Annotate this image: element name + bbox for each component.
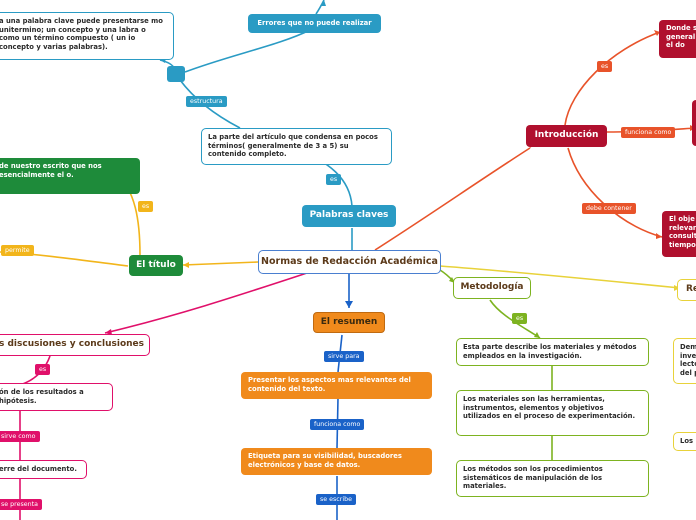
palabras-estructura-text[interactable]: a una palabra clave puede presentarse mo… xyxy=(0,12,174,60)
resumen-funciona-text[interactable]: Etiqueta para su visibilidad, buscadores… xyxy=(241,448,432,475)
label-titulo-permite: permite xyxy=(1,245,34,256)
link-central-right xyxy=(439,265,681,289)
link-central-titulo xyxy=(182,261,259,266)
intro-es-text[interactable]: Donde s general en el do xyxy=(659,20,696,58)
label-estructura: estructura xyxy=(186,96,227,107)
palabras-claves-node[interactable]: Palabras claves xyxy=(302,205,396,227)
discusiones-sirve-text[interactable]: erre del documento. xyxy=(0,460,87,479)
link-met-es xyxy=(489,299,541,339)
resumen-node[interactable]: El resumen xyxy=(313,312,385,333)
label-disc-sirve: sirve como xyxy=(0,431,40,442)
intro-debe-text[interactable]: El obje relevan consult tiempo xyxy=(662,211,696,257)
discusiones-es-text[interactable]: ón de los resultados a hipótesis. xyxy=(0,383,113,411)
link-intro-debe xyxy=(567,147,663,238)
label-resumen-sirve: sirve para xyxy=(324,351,364,362)
resumen-sirve-text[interactable]: Presentar los aspectos mas relevantes de… xyxy=(241,372,432,399)
label-resumen-funciona: funciona como xyxy=(310,419,365,430)
right-branch-text-1[interactable]: Dem inve lecto del p xyxy=(673,338,696,384)
link-central-discusiones xyxy=(104,271,311,334)
metodologia-text-3[interactable]: Los métodos son los procedimientos siste… xyxy=(456,460,649,497)
introduccion-node[interactable]: Introducción xyxy=(526,125,607,147)
label-intro-es: es xyxy=(597,61,613,72)
link-central-intro xyxy=(374,147,531,251)
link-definition-errors xyxy=(184,29,311,73)
label-intro-funciona: funciona como xyxy=(621,127,676,138)
label-intro-debe: debe contener xyxy=(582,203,636,214)
right-branch-node[interactable]: Re xyxy=(677,279,696,301)
errores-node[interactable]: Errores que no puede realizar xyxy=(248,14,381,33)
label-titulo-es: es xyxy=(138,201,154,212)
label-palabras-es: es xyxy=(326,174,342,185)
label-met-es: es xyxy=(512,313,528,324)
label-disc-presenta: se presenta xyxy=(0,499,42,510)
palabras-claves-definition[interactable]: La parte del artículo que condensa en po… xyxy=(201,128,392,165)
titulo-es-text[interactable]: de nuestro escrito que nos esencialmente… xyxy=(0,158,140,194)
label-disc-es: es xyxy=(35,364,51,375)
link-intro-es xyxy=(564,31,661,126)
metodologia-node[interactable]: Metodología xyxy=(453,277,531,299)
discusiones-node[interactable]: s discusiones y conclusiones xyxy=(0,334,150,356)
intro-funciona-text[interactable] xyxy=(692,100,696,146)
metodologia-text-1[interactable]: Esta parte describe los materiales y mét… xyxy=(456,338,649,366)
metodologia-text-2[interactable]: Los materiales son las herramientas, ins… xyxy=(456,390,649,436)
label-resumen-escribe: se escribe xyxy=(316,494,356,505)
collapsed-node-square[interactable] xyxy=(167,66,185,82)
titulo-node[interactable]: El título xyxy=(129,255,183,276)
central-topic[interactable]: Normas de Redacción Académica xyxy=(258,250,441,274)
right-branch-text-2[interactable]: Los xyxy=(673,432,696,451)
